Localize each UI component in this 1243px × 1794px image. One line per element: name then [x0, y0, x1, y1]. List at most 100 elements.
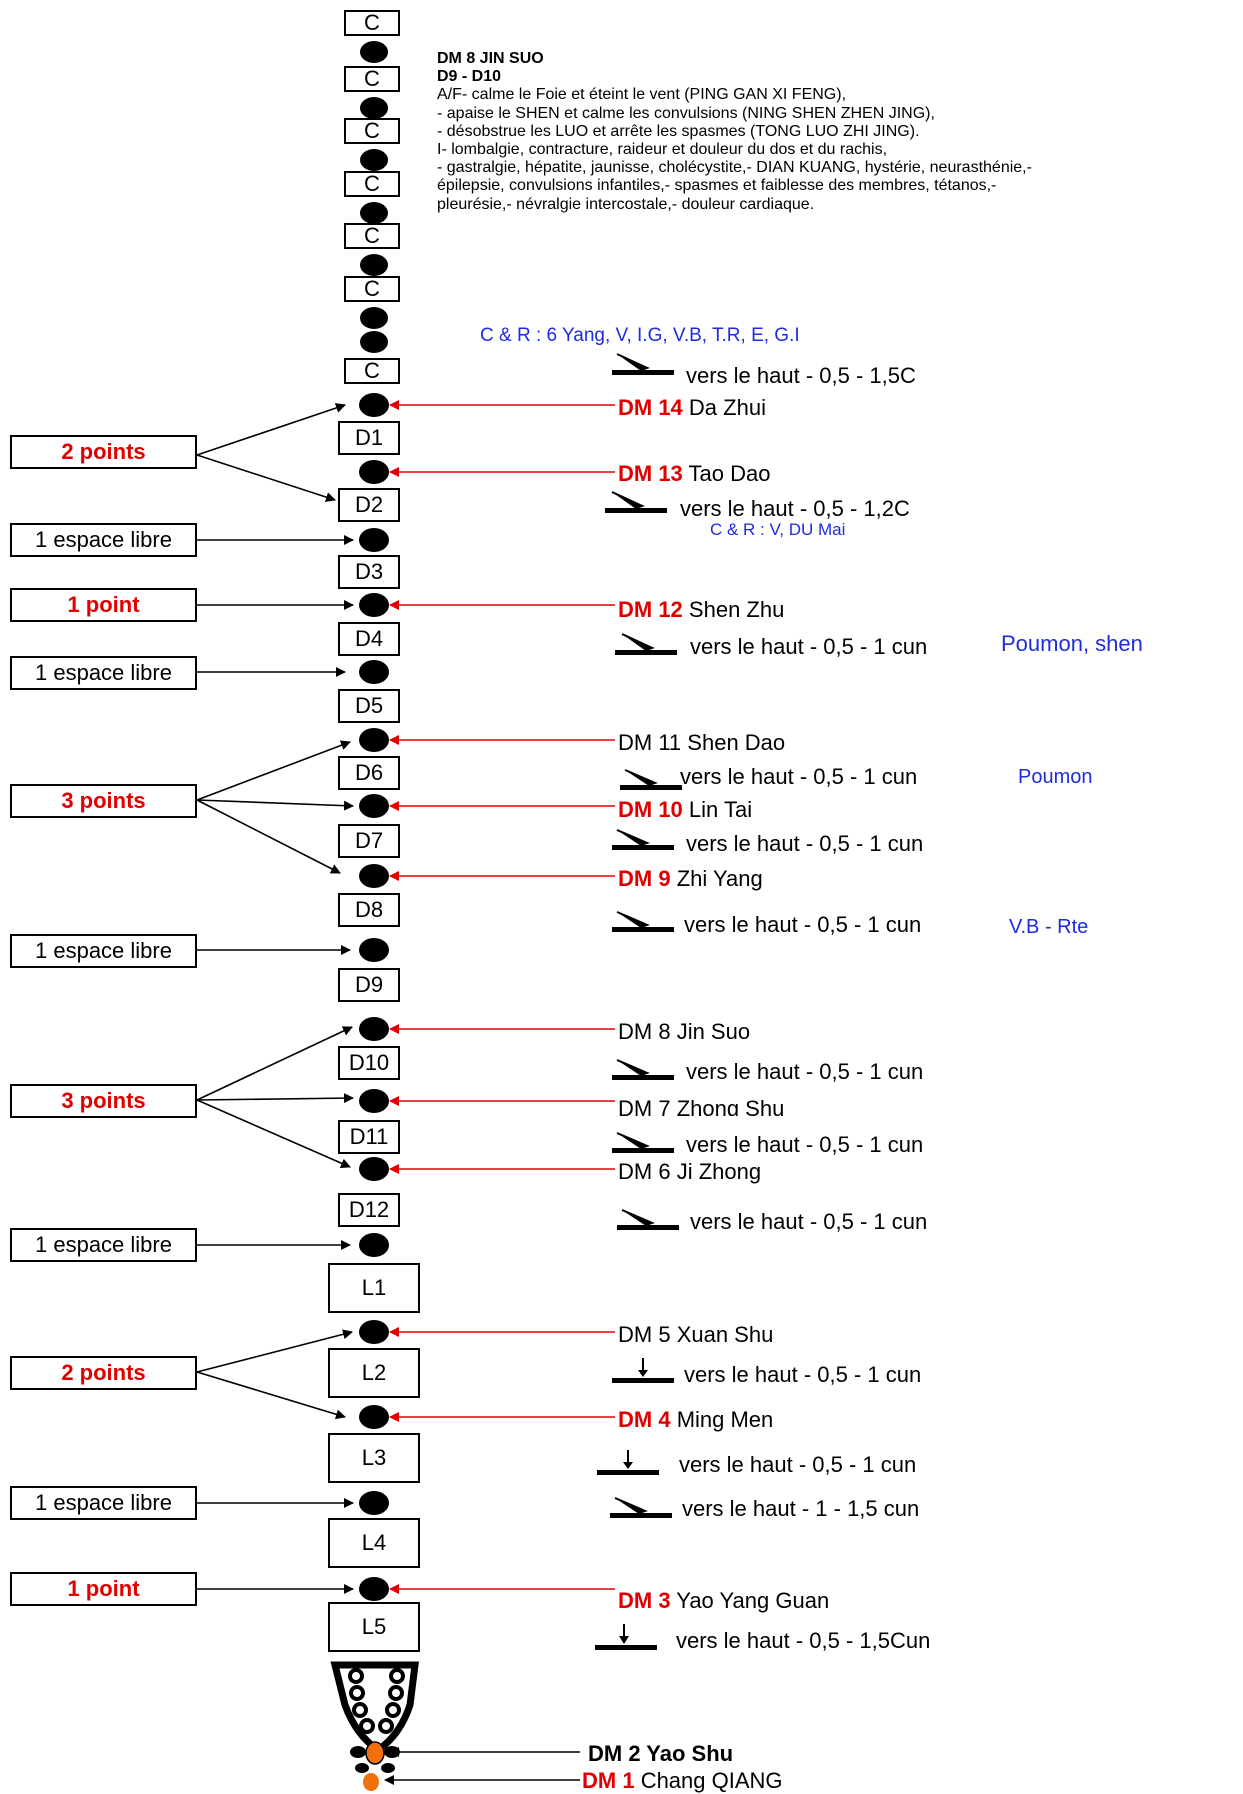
needling-text: vers le haut - 1 - 1,5 cun: [682, 1496, 920, 1521]
point-name: Jin Suo: [676, 1019, 751, 1044]
point-dm14: DM 14 Da Zhui: [618, 395, 766, 421]
vertebra-d2: D2: [338, 488, 400, 522]
vertebra-d8: D8: [338, 893, 400, 927]
vertebra-d7: D7: [338, 824, 400, 858]
description-line: épilepsie, convulsions infantiles,- spas…: [437, 177, 997, 195]
point-code: DM 6: [618, 1159, 671, 1184]
needle-oblique-10: [610, 1497, 672, 1518]
vertebra-cervical: C: [344, 10, 400, 36]
point-code: DM 12: [618, 597, 683, 622]
vertebra-cervical: C: [344, 223, 400, 249]
arrow-3points-c: [196, 799, 341, 874]
description-subtitle: D9 - D10: [437, 68, 502, 86]
point-name: Chang QIANG: [640, 1768, 783, 1793]
point-name: Zhong Shu: [676, 1096, 785, 1116]
point-code: DM 4: [618, 1407, 671, 1432]
point-name: Lin Tai: [688, 797, 753, 817]
vertebra-d5: D5: [338, 689, 400, 723]
arrow-2points-b: [196, 454, 336, 502]
point-dm10: DM 10 Lin Tai: [618, 797, 752, 817]
arrow-3points-2-a: [196, 1026, 353, 1101]
dot-dm3: [359, 1577, 389, 1601]
point-name: Ji Zhong: [676, 1159, 762, 1184]
needling-text: vers le haut - 0,5 - 1 cun: [686, 1132, 924, 1157]
point-dm2: DM 2 Yao Shu: [588, 1741, 733, 1767]
point-code: DM 14: [618, 395, 683, 420]
description-line: pleurésie,- névralgie intercostale,- dou…: [437, 195, 815, 213]
needle-symbols: [595, 353, 682, 1650]
sacrum-coccyx-drawing: [330, 1661, 419, 1791]
needle-perpendicular-2: [597, 1450, 659, 1475]
needle-oblique-5: [612, 829, 674, 850]
dot-dm2: [365, 1741, 385, 1765]
needle-oblique-6: [612, 911, 674, 932]
needling-text: vers le haut - 0,5 - 1,2C: [680, 496, 910, 521]
point-code: DM 1: [582, 1768, 635, 1793]
organ-note: Poumon: [1018, 766, 1093, 788]
dot-dm11: [359, 728, 389, 752]
point-code: DM 3: [618, 1588, 671, 1613]
needling-text: vers le haut - 0,5 - 1,5Cun: [676, 1628, 931, 1653]
dot-dm8: [359, 1017, 389, 1041]
point-code: DM 11: [618, 730, 682, 750]
point-dm4: DM 4 Ming Men: [618, 1407, 773, 1433]
point-name: Ming Men: [676, 1407, 774, 1432]
arrow-2points-2-b: [196, 1371, 346, 1420]
description-line: I- lombalgie, contracture, raideur et do…: [437, 141, 888, 159]
count-label-1-point: 1 point: [10, 588, 197, 622]
needle-oblique-8: [612, 1132, 674, 1153]
point-dm7: DM 7 Zhong Shu: [618, 1096, 784, 1116]
vertebra-cervical: C: [344, 276, 400, 302]
needling-text: vers le haut - 0,5 - 1 cun: [679, 1452, 917, 1477]
dot-dm14: [359, 393, 389, 417]
needle-perpendicular-1: [612, 1358, 674, 1383]
description-line: - gastralgie, hépatite, jaunisse, choléc…: [437, 159, 1032, 177]
dot-dm12: [359, 593, 389, 617]
vertebra-d1: D1: [338, 421, 400, 455]
vertebra-d6: D6: [338, 756, 400, 790]
vertebra-d4: D4: [338, 622, 400, 656]
description-line: - apaise le SHEN et calme les convulsion…: [437, 104, 935, 122]
point-dm5: DM 5 Xuan Shu: [618, 1322, 773, 1348]
point-dm3: DM 3 Yao Yang Guan: [618, 1588, 829, 1614]
description-title: DM 8 JIN SUO: [437, 50, 544, 67]
arrow-3points-a: [196, 740, 351, 801]
count-label-3-points: 3 points: [10, 784, 197, 818]
dot-dm5: [359, 1320, 389, 1344]
vertebra-l3: L3: [328, 1433, 420, 1483]
point-code: DM 2: [588, 1741, 641, 1766]
count-label-2-points: 2 points: [10, 435, 197, 469]
needling-text: vers le haut - 0,5 - 1 cun: [686, 1059, 924, 1084]
point-name: Shen Dao: [687, 730, 786, 750]
point-name: Yao Shu: [646, 1741, 734, 1766]
arrow-2points-2-a: [196, 1329, 353, 1373]
count-label-espace-libre: 1 espace libre: [10, 656, 197, 690]
dot-dm4: [359, 1405, 389, 1429]
needling-text: vers le haut - 0,5 - 1 cun: [684, 912, 922, 937]
point-code: DM 5: [618, 1322, 671, 1347]
point-code: DM 10: [618, 797, 683, 817]
needling-text: vers le haut - 0,5 - 1,5C: [686, 363, 916, 388]
count-label-2-points: 2 points: [10, 1356, 197, 1390]
vertebra-l4: L4: [328, 1518, 420, 1568]
vertebra-l5: L5: [328, 1602, 420, 1652]
count-label-3-points: 3 points: [10, 1084, 197, 1118]
point-description: DM 8 JIN SUO D9 - D10 A/F- calme le Foie…: [437, 50, 1032, 214]
point-name: Shen Zhu: [688, 597, 785, 622]
channel-note: C & R : V, DU Mai: [710, 520, 846, 539]
vertebra-cervical: C: [344, 66, 400, 92]
arrow-3points-2-b: [196, 1093, 354, 1104]
point-code: DM 7: [618, 1096, 671, 1116]
count-label-espace-libre: 1 espace libre: [10, 1486, 197, 1520]
point-dm11: DM 11 Shen Dao: [618, 730, 785, 750]
left-pointer-arrows: [196, 403, 354, 1594]
point-dm9: DM 9 Zhi Yang: [618, 866, 763, 892]
count-label-espace-libre: 1 espace libre: [10, 523, 197, 557]
needle-oblique-4: [620, 769, 682, 790]
dot-dm9: [359, 864, 389, 888]
point-name: Yao Yang Guan: [676, 1588, 830, 1613]
dot-dm6: [359, 1157, 389, 1181]
point-code: DM 9: [618, 866, 671, 891]
vertebra-l1: L1: [328, 1263, 420, 1313]
